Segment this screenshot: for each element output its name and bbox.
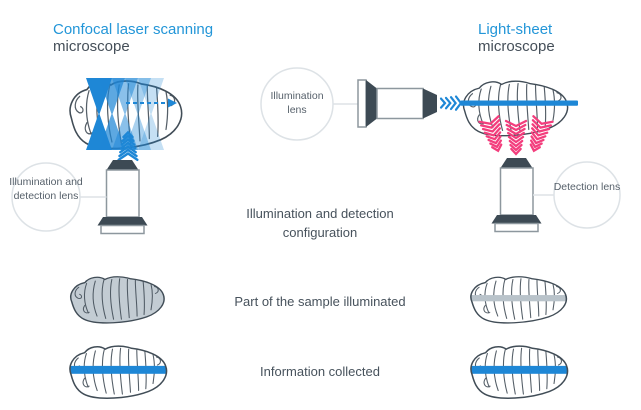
illumination-lens-callout <box>260 67 358 141</box>
lightsheet-illuminated-sample <box>470 275 568 324</box>
lightsheet-title-accent: Light-sheet <box>478 21 553 38</box>
confocal-collected-sample <box>69 345 168 399</box>
confocal-title-accent: Confocal laser scanning <box>53 21 214 38</box>
lightsheet-title: Light-sheet microscope <box>478 21 628 56</box>
lightsheet-collected-sample <box>470 345 569 399</box>
scan-direction-arrow-icon <box>126 98 177 108</box>
lightsheet-sample-illustration <box>462 80 569 137</box>
lightsheet-beam-chevrons-icon <box>439 95 463 111</box>
confocal-title: Confocal laser scanning microscope <box>53 21 263 56</box>
confocal-title-rest: microscope <box>53 38 130 56</box>
caption-illuminated: Part of the sample illuminated <box>234 294 406 309</box>
light-sheet-beam <box>460 100 578 106</box>
confocal-beam-chevrons-icon <box>117 130 139 161</box>
confocal-lens-label: Illumination and detection lens <box>9 176 83 202</box>
detection-lens-callout <box>533 161 621 229</box>
detection-lens-label: Detection lens <box>553 181 621 193</box>
confocal-lens-callout <box>11 162 107 232</box>
caption-collected: Information collected <box>260 364 380 379</box>
illumination-lens-label: Illumination lens <box>270 90 324 116</box>
confocal-sample-illustration <box>69 78 183 150</box>
caption-configuration: Illumination and detection configuration <box>246 206 394 240</box>
illumination-objective-icon <box>357 79 437 128</box>
confocal-illuminated-sample <box>70 275 165 324</box>
lightsheet-title-rest: microscope <box>478 38 555 56</box>
